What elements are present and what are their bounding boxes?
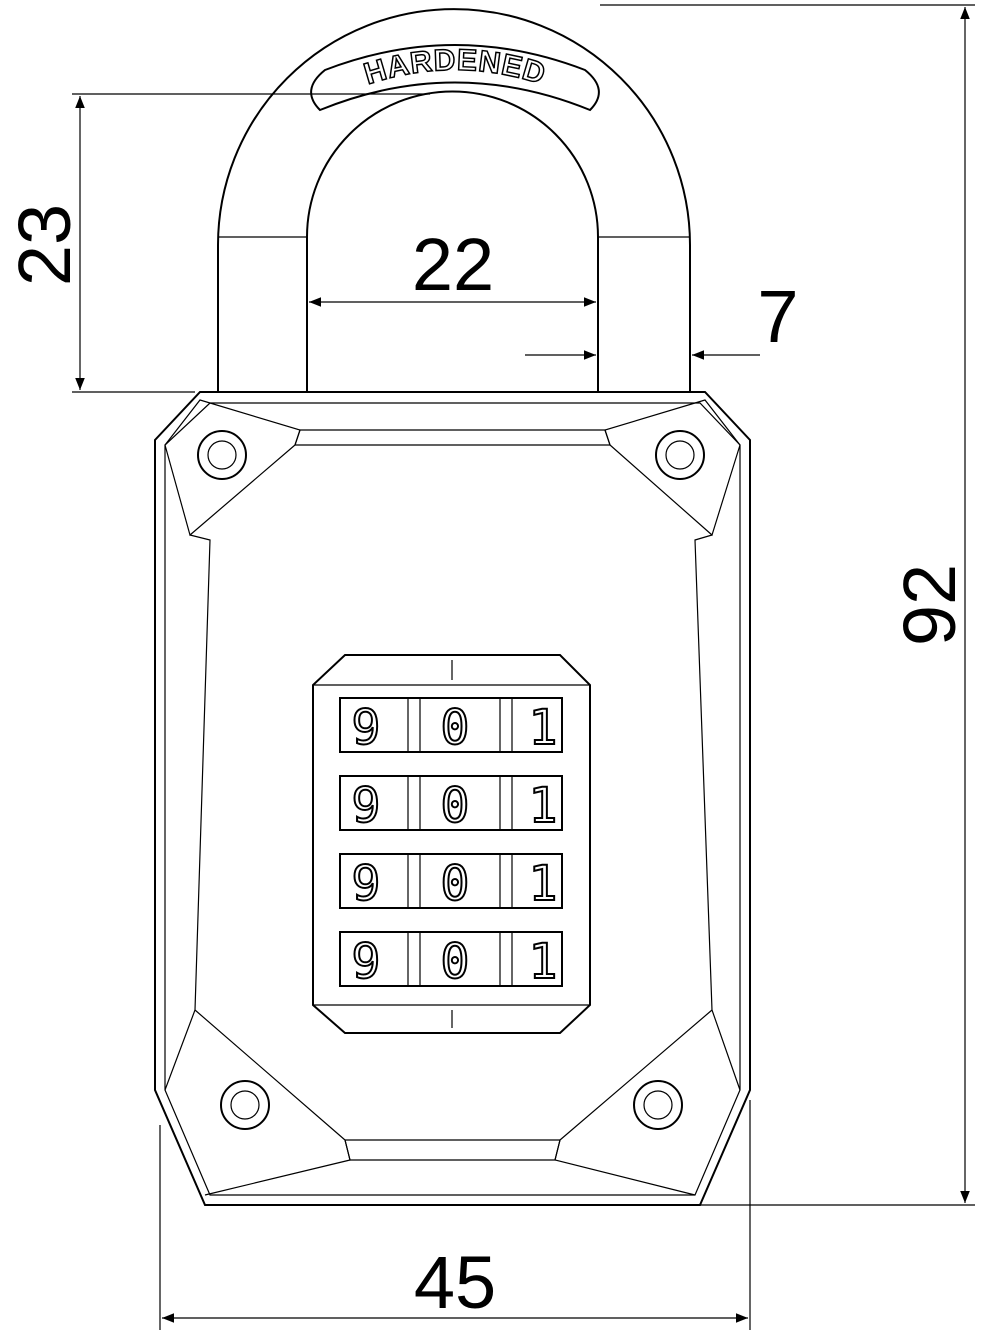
dial-digit: 1 bbox=[529, 856, 558, 912]
shackle-label: HARDENED bbox=[360, 44, 549, 91]
dial-digit: 9 bbox=[352, 856, 381, 912]
dimension-label: 22 bbox=[412, 223, 494, 306]
screw-icon bbox=[197, 430, 247, 480]
dial-digit: 1 bbox=[529, 934, 558, 990]
shackle: HARDENED bbox=[217, 8, 691, 392]
dimension-45: 45 bbox=[159, 1100, 751, 1330]
combination-dials: 9 0 1 9 0 1 9 0 1 9 0 1 bbox=[312, 654, 591, 1034]
dial-digit: 0 bbox=[441, 934, 470, 990]
dimension-7: 7 bbox=[525, 275, 799, 360]
dial-digit: 9 bbox=[352, 934, 381, 990]
dimension-label: 92 bbox=[888, 564, 971, 646]
dimension-label: 7 bbox=[757, 275, 798, 358]
dimension-22: 22 bbox=[309, 223, 596, 307]
dial-digit: 9 bbox=[352, 700, 381, 756]
dial-row[interactable]: 9 0 1 bbox=[339, 853, 563, 913]
screw-icon bbox=[220, 1080, 270, 1130]
dial-digit: 0 bbox=[441, 700, 470, 756]
dial-row[interactable]: 9 0 1 bbox=[339, 775, 563, 835]
screw-icon bbox=[655, 430, 705, 480]
dial-digit: 0 bbox=[441, 856, 470, 912]
label-plate bbox=[310, 44, 600, 112]
dial-digit: 0 bbox=[441, 778, 470, 834]
dial-row[interactable]: 9 0 1 bbox=[339, 697, 563, 757]
dial-digit: 1 bbox=[529, 778, 558, 834]
dimension-23: 23 bbox=[3, 93, 430, 393]
dimension-label: 23 bbox=[3, 204, 86, 286]
screw-icon bbox=[633, 1080, 683, 1130]
dial-row[interactable]: 9 0 1 bbox=[339, 931, 563, 991]
lock-body bbox=[154, 391, 751, 1206]
dial-digit: 1 bbox=[529, 700, 558, 756]
dial-digit: 9 bbox=[352, 778, 381, 834]
dimension-92: 92 bbox=[600, 4, 975, 1206]
dimension-label: 45 bbox=[414, 1241, 496, 1324]
